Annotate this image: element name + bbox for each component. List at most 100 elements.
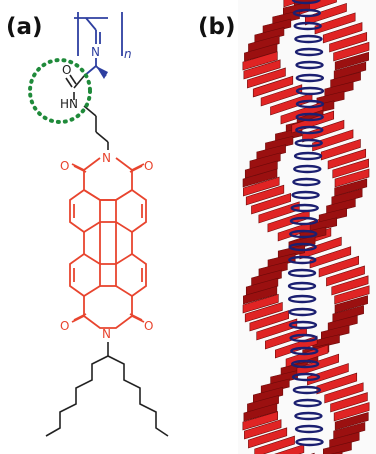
coil-turn [289,229,318,239]
helix-blade [243,176,280,197]
helix-blade [322,22,363,44]
helix-blade [260,378,290,395]
helix-blade [318,255,359,278]
coil-turn [294,411,323,421]
helix-blade [243,285,278,305]
coil-turn [293,164,322,174]
helix-blade [312,129,354,152]
coil-turn [288,255,317,265]
alkyl-chains [45,342,169,437]
atom-polymer-n: N [91,45,100,59]
helix-blade [244,302,283,323]
coil-turn [287,294,317,304]
panel-label-b: (b) [198,14,236,40]
coil-turn [289,333,318,343]
helix-blade [323,441,352,454]
helix-blade [253,386,284,404]
atom-amide-hn: HN [60,97,78,111]
coil-turn [288,307,317,317]
helix-blade [320,324,350,341]
atom-imide-o-top-right: O [144,159,153,173]
polymer-coil [287,0,325,447]
helix-blade [247,395,279,413]
helix-blade [334,285,370,305]
coil-turn [294,424,324,434]
coil-turn [295,437,324,447]
coil-turn [291,190,320,200]
helix-blade [242,168,278,188]
coil-turn [289,216,319,226]
atom-imide-n-top: N [102,151,111,165]
coil-turn [294,47,324,57]
coil-turn [288,320,318,330]
amide-group [65,74,109,150]
atom-amide-o: O [62,63,71,77]
helix-blade [333,61,367,80]
coil-turn [290,359,320,369]
coil-turn [290,346,319,356]
helix-blade [334,412,369,431]
helix-blade [249,152,281,170]
helix-blade [248,427,288,449]
coil-turn [294,34,323,44]
helix-blade [256,144,286,161]
helix-blade [277,244,305,260]
helix-blade [330,392,368,413]
atom-imide-o-bottom-left: O [60,319,69,333]
coil-turn [294,138,323,148]
helix-blade [242,51,278,71]
helix-blade [326,198,356,215]
atom-imide-o-top-left: O [60,159,69,173]
perylene-stack [242,0,370,454]
coil-turn [295,86,325,96]
helix-blade [312,334,340,350]
helix-blade [248,35,280,53]
helix-blade [258,261,288,278]
helix-blade [244,419,282,440]
coil-turn [292,177,321,187]
coil-turn [293,151,323,161]
helix-blade [318,207,347,224]
coil-turn [288,242,317,252]
wedge-bond [96,66,108,79]
coil-turn [291,0,321,5]
helix-blade [309,217,338,233]
helix-blade [329,31,368,53]
coil-turn [293,398,322,408]
helix-ribbons [238,0,376,454]
helix-blade [244,160,278,179]
helix-blade [331,188,363,206]
helix-blade [265,135,294,152]
coil-turn [295,99,325,109]
coil-turn [291,372,321,382]
hydrogen-bond-highlight-circle [28,58,92,124]
helix-blade [316,91,345,107]
helix-blade [309,246,352,269]
helix-blade [245,277,279,296]
coil-turn [295,73,325,83]
helix-blade [329,431,360,449]
helix-blade [324,382,364,404]
helix-blade [274,444,305,454]
helix-blade [330,71,361,89]
helix-blade [314,12,356,35]
panel-label-a: (a) [6,14,43,40]
helix-blade [333,402,370,422]
coil-turn [295,112,324,122]
helix-blade [254,435,295,454]
helix-blade [332,305,364,323]
helix-blade [331,275,369,296]
helix-blade [327,315,358,332]
coil-turn [295,125,324,135]
helix-blade [251,269,282,287]
helix-blade [242,293,279,314]
helix-blade [333,421,366,440]
perylene-bisimide-core [69,157,147,329]
helix-blade [243,59,281,80]
helix-blade [252,75,294,98]
helix-blade [327,148,367,170]
helix-blade [333,41,370,62]
